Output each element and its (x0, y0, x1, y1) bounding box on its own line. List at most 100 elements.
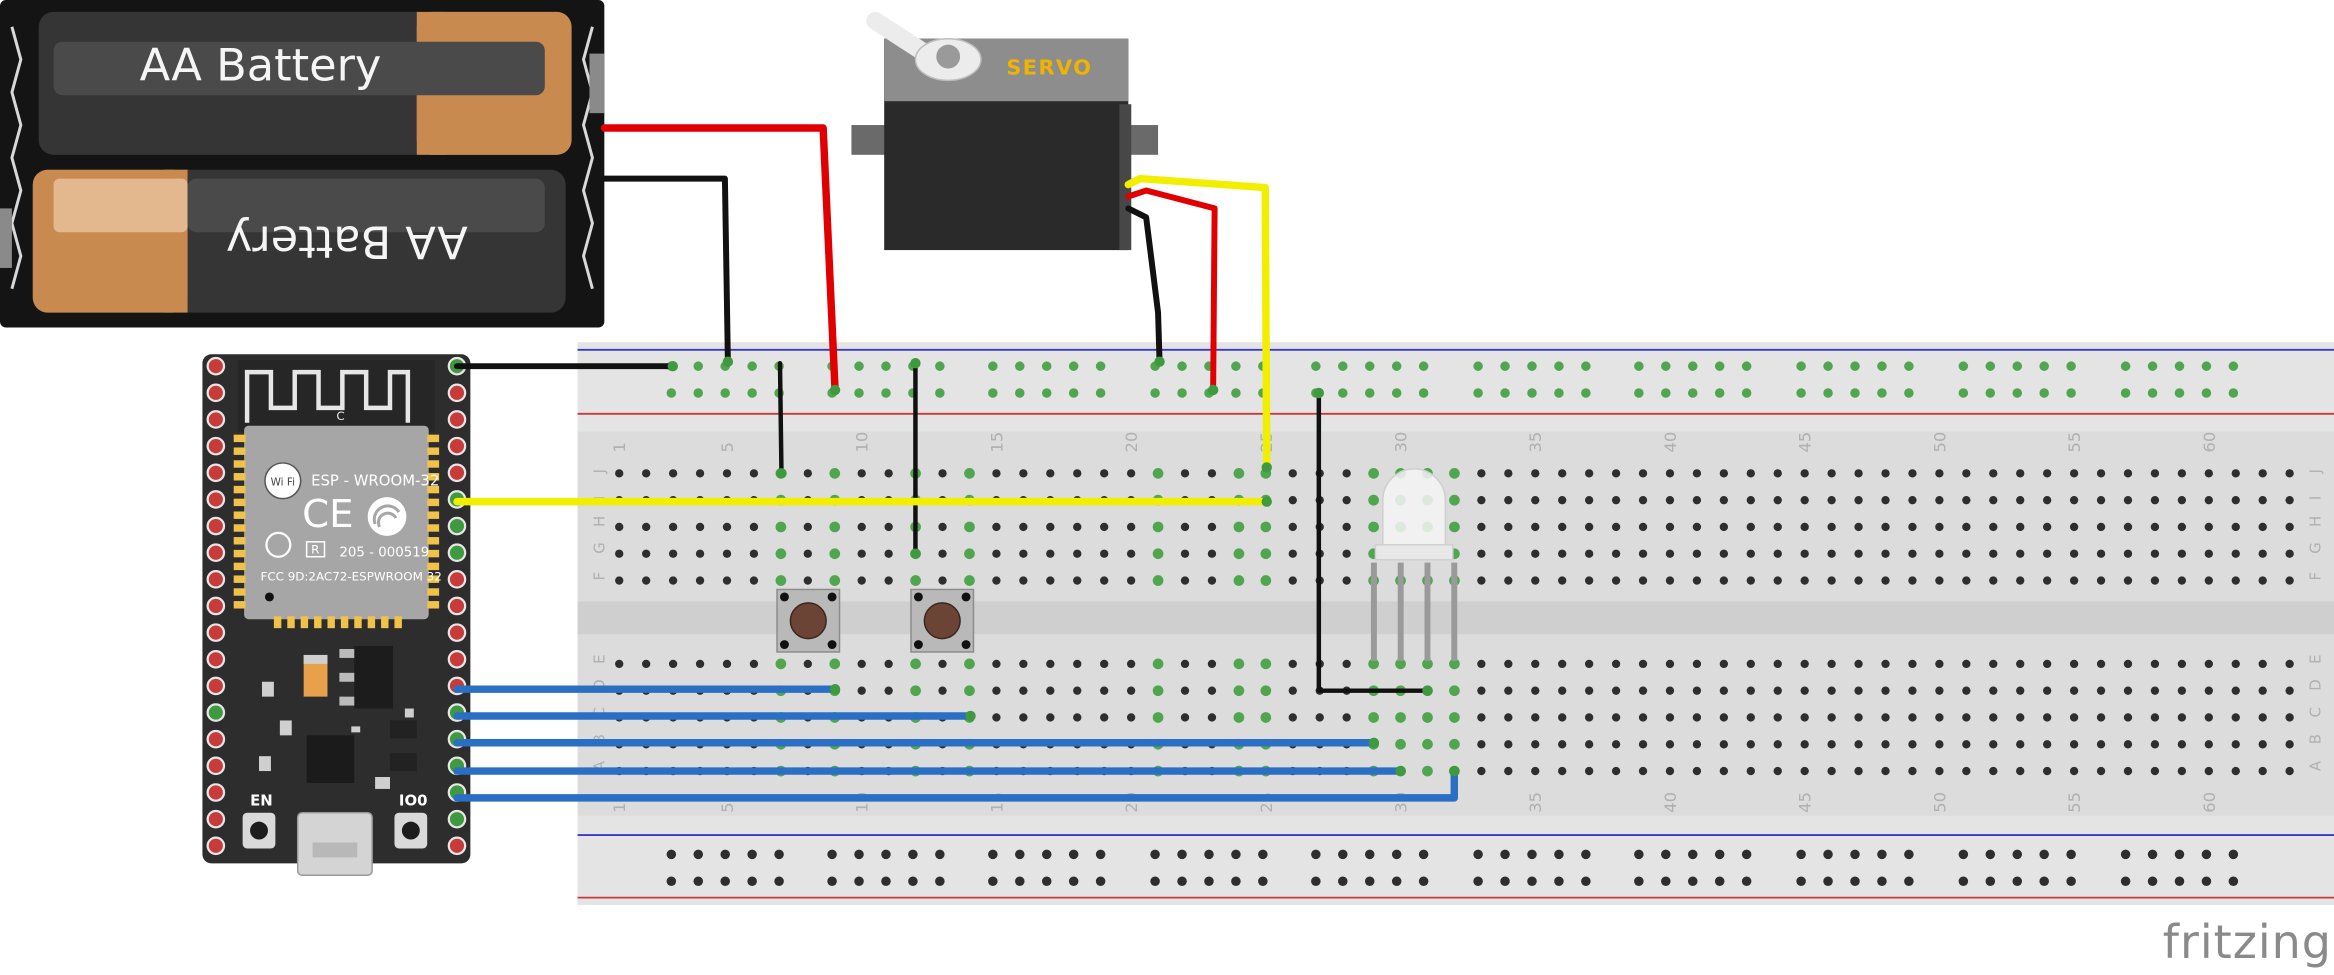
breadboard-hole[interactable] (1692, 469, 1702, 478)
breadboard-hole[interactable] (992, 659, 1001, 669)
breadboard-hole[interactable] (1449, 738, 1460, 750)
power-rail-hole[interactable] (2066, 388, 2076, 398)
breadboard-hole[interactable] (1152, 468, 1164, 479)
breadboard-hole[interactable] (1584, 686, 1594, 695)
breadboard-hole[interactable] (2231, 469, 2240, 478)
breadboard-hole[interactable] (1611, 686, 1621, 695)
breadboard-hole[interactable] (1638, 495, 1648, 505)
breadboard-hole[interactable] (2204, 713, 2213, 722)
breadboard-hole[interactable] (1935, 659, 1944, 669)
power-rail-hole[interactable] (1258, 849, 1268, 860)
breadboard-hole[interactable] (938, 469, 947, 478)
breadboard-hole[interactable] (1368, 468, 1379, 479)
breadboard-hole[interactable] (964, 468, 975, 479)
power-rail-hole[interactable] (1850, 876, 1860, 886)
power-rail-hole[interactable] (1985, 849, 1996, 860)
breadboard-hole[interactable] (1100, 549, 1109, 558)
breadboard-hole[interactable] (1531, 766, 1540, 776)
power-rail-hole[interactable] (1364, 361, 1375, 371)
power-rail-hole[interactable] (1823, 849, 1833, 860)
breadboard-hole[interactable] (1665, 740, 1675, 749)
breadboard-hole[interactable] (992, 713, 1001, 722)
breadboard-hole[interactable] (615, 549, 624, 558)
breadboard-hole[interactable] (668, 549, 678, 558)
power-rail-hole[interactable] (693, 876, 704, 886)
power-rail-hole[interactable] (1661, 361, 1671, 371)
breadboard-hole[interactable] (1611, 740, 1621, 749)
breadboard-hole[interactable] (1800, 495, 1809, 505)
breadboard-hole[interactable] (1692, 686, 1702, 695)
breadboard-hole[interactable] (1692, 766, 1702, 776)
breadboard-hole[interactable] (1207, 659, 1217, 669)
breadboard-hole[interactable] (2285, 766, 2294, 776)
power-rail-hole[interactable] (1231, 849, 1241, 860)
breadboard-hole[interactable] (641, 549, 651, 558)
esp32-pin[interactable] (447, 410, 467, 429)
breadboard-hole[interactable] (2042, 740, 2052, 749)
breadboard-hole[interactable] (964, 685, 975, 697)
power-rail-hole[interactable] (693, 361, 704, 371)
breadboard-hole[interactable] (1827, 576, 1836, 585)
breadboard-hole[interactable] (1746, 740, 1755, 749)
power-rail-hole[interactable] (1068, 361, 1079, 371)
breadboard-hole[interactable] (992, 469, 1001, 478)
power-rail-hole[interactable] (2012, 876, 2023, 886)
breadboard-hole[interactable] (2150, 495, 2160, 505)
power-rail-hole[interactable] (2039, 876, 2049, 886)
breadboard-hole[interactable] (2123, 740, 2133, 749)
breadboard-hole[interactable] (1827, 469, 1836, 478)
breadboard-hole[interactable] (1504, 740, 1513, 749)
breadboard-hole[interactable] (857, 659, 866, 669)
breadboard-hole[interactable] (1800, 740, 1809, 749)
breadboard-hole[interactable] (1152, 712, 1164, 723)
breadboard-hole[interactable] (2285, 576, 2294, 585)
breadboard-hole[interactable] (1746, 469, 1755, 478)
breadboard-hole[interactable] (964, 548, 975, 560)
breadboard-hole[interactable] (2069, 549, 2079, 558)
breadboard-hole[interactable] (2204, 740, 2213, 749)
breadboard-hole[interactable] (1531, 686, 1540, 695)
breadboard-hole[interactable] (1531, 549, 1540, 558)
breadboard-hole[interactable] (1665, 522, 1675, 532)
power-rail-hole[interactable] (1796, 388, 1806, 398)
esp32-pin[interactable] (206, 836, 226, 856)
power-rail-hole[interactable] (2228, 849, 2239, 860)
breadboard-hole[interactable] (2042, 549, 2052, 558)
power-rail-hole[interactable] (1177, 849, 1187, 860)
breadboard-hole[interactable] (1962, 469, 1971, 478)
breadboard-hole[interactable] (641, 576, 651, 585)
breadboard-hole[interactable] (1207, 686, 1217, 695)
breadboard-hole[interactable] (2258, 576, 2267, 585)
breadboard-hole[interactable] (1692, 522, 1702, 532)
breadboard-hole[interactable] (1046, 549, 1055, 558)
breadboard-hole[interactable] (2042, 766, 2052, 776)
breadboard-hole[interactable] (2231, 686, 2240, 695)
breadboard-hole[interactable] (2069, 469, 2079, 478)
breadboard-hole[interactable] (1558, 659, 1567, 669)
breadboard-hole[interactable] (1584, 740, 1594, 749)
breadboard-hole[interactable] (615, 576, 624, 585)
esp32-pin[interactable] (206, 463, 226, 483)
breadboard-hole[interactable] (1477, 495, 1486, 505)
breadboard-hole[interactable] (2069, 522, 2079, 532)
power-rail-hole[interactable] (1904, 388, 1914, 398)
breadboard-hole[interactable] (2231, 740, 2240, 749)
power-rail-hole[interactable] (1311, 361, 1321, 371)
breadboard-hole[interactable] (2150, 713, 2160, 722)
breadboard-hole[interactable] (2016, 740, 2025, 749)
breadboard-hole[interactable] (1719, 659, 1729, 669)
power-rail-hole[interactable] (1311, 849, 1321, 860)
breadboard-hole[interactable] (1935, 549, 1944, 558)
breadboard-hole[interactable] (1800, 686, 1809, 695)
breadboard-hole[interactable] (1989, 686, 1998, 695)
power-rail-hole[interactable] (935, 849, 945, 860)
breadboard-hole[interactable] (1207, 713, 1217, 722)
breadboard-hole[interactable] (1207, 469, 1217, 478)
power-rail-hole[interactable] (666, 849, 677, 860)
breadboard-hole[interactable] (2123, 713, 2133, 722)
breadboard-hole[interactable] (2258, 686, 2267, 695)
breadboard-hole[interactable] (2204, 576, 2213, 585)
power-rail-hole[interactable] (747, 388, 757, 398)
power-rail-hole[interactable] (2147, 388, 2158, 398)
breadboard-hole[interactable] (749, 469, 759, 478)
